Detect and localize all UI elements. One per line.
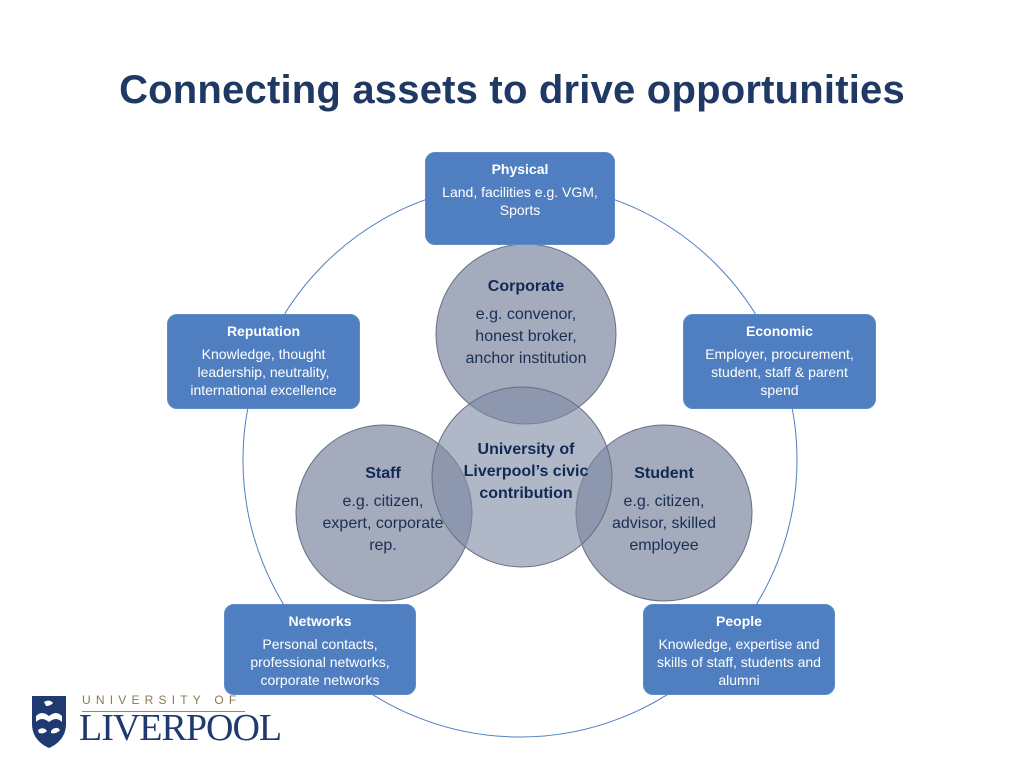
circle-center bbox=[431, 386, 613, 568]
box-economic: Economic Employer, procurement, student,… bbox=[683, 314, 876, 409]
corporate-text: Corporate e.g. convenor, honest broker, … bbox=[455, 276, 597, 370]
box-networks: Networks Personal contacts, professional… bbox=[224, 604, 416, 695]
staff-title: Staff bbox=[365, 465, 401, 482]
student-text: Student e.g. citizen, advisor, skilled e… bbox=[598, 463, 730, 557]
box-physical-body: Land, facilities e.g. VGM, Sports bbox=[442, 184, 598, 218]
student-title: Student bbox=[634, 465, 694, 482]
corporate-body: e.g. convenor, honest broker, anchor ins… bbox=[465, 306, 587, 367]
box-economic-body: Employer, procurement, student, staff & … bbox=[705, 346, 854, 398]
box-reputation-body: Knowledge, thought leadership, neutralit… bbox=[190, 346, 337, 398]
staff-body: e.g. citizen, expert, corporate rep. bbox=[322, 493, 444, 554]
student-body: e.g. citizen, advisor, skilled employee bbox=[611, 493, 717, 554]
staff-text: Staff e.g. citizen, expert, corporate re… bbox=[318, 463, 448, 557]
box-physical-title: Physical bbox=[491, 161, 549, 177]
box-people: People Knowledge, expertise and skills o… bbox=[643, 604, 835, 695]
center-text: University of Liverpool’s civic contribu… bbox=[463, 441, 589, 502]
box-people-body: Knowledge, expertise and skills of staff… bbox=[657, 636, 821, 688]
box-physical: Physical Land, facilities e.g. VGM, Spor… bbox=[425, 152, 615, 245]
box-people-title: People bbox=[716, 613, 762, 629]
logo-divider bbox=[82, 711, 245, 712]
corporate-title: Corporate bbox=[487, 278, 565, 295]
university-logo: UNIVERSITY OF LIVERPOOL bbox=[30, 692, 282, 752]
box-networks-body: Personal contacts, professional networks… bbox=[250, 636, 390, 688]
box-reputation: Reputation Knowledge, thought leadership… bbox=[167, 314, 360, 409]
slide-title: Connecting assets to drive opportunities bbox=[119, 68, 905, 112]
box-networks-title: Networks bbox=[288, 613, 352, 629]
logo-top-text: UNIVERSITY OF bbox=[82, 693, 242, 707]
box-reputation-title: Reputation bbox=[226, 323, 301, 339]
university-crest-icon bbox=[32, 696, 66, 748]
box-economic-title: Economic bbox=[746, 323, 813, 339]
logo-main-text: LIVERPOOL bbox=[79, 707, 282, 749]
